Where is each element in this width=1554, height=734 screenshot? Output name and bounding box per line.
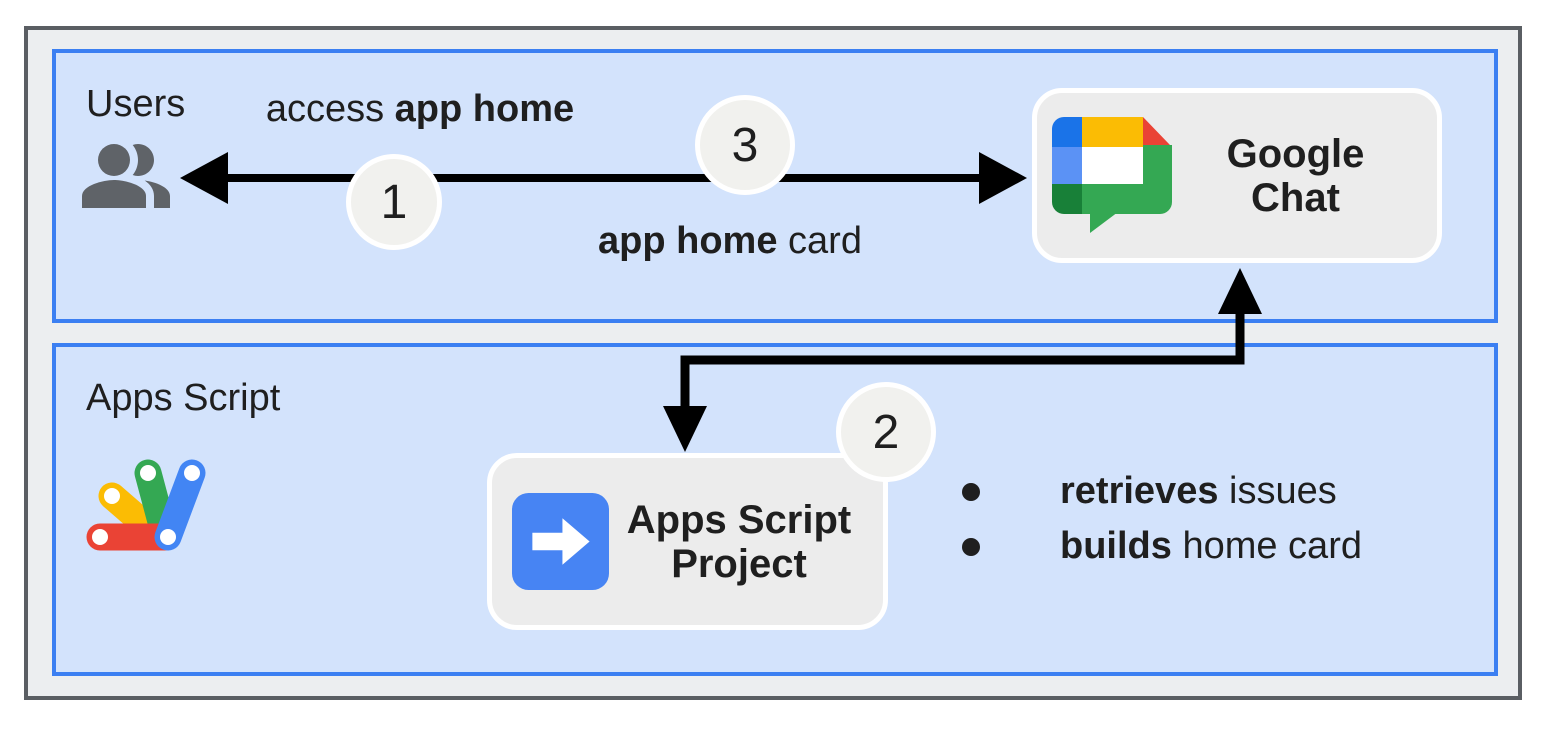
apps-script-logo [86,459,206,551]
step-badge-1: 1 [346,154,442,250]
apps-script-section-label: Apps Script [86,377,281,419]
app-home-card-label: app home card [560,220,900,264]
google-chat-title-line1: Google [1226,131,1365,176]
access-app-home-label: access app home [250,88,590,132]
bullet-1-bold: builds [1060,525,1172,567]
homecard-label-bold: app home [598,220,778,262]
bullet-0-bold: retrieves [1060,470,1219,512]
bullet-text-builds: builds home card [1060,525,1362,568]
apps-script-project-title: Apps Script Project [609,498,869,586]
bullet-text-retrieves: retrieves issues [1060,470,1337,513]
users-icon [82,144,170,208]
project-actions-list: retrieves issues builds home card [952,464,1362,574]
apps-script-project-title-line1: Apps Script [626,497,852,542]
google-chat-title-line2: Chat [1251,175,1340,220]
google-chat-node: Google Chat [1032,88,1442,263]
homecard-label-regular: card [777,220,862,262]
apps-script-project-title-line2: Project [671,541,807,586]
google-chat-logo [1052,117,1172,233]
google-chat-title: Google Chat [1172,132,1419,220]
list-item: retrieves issues [952,464,1362,519]
bullet-dot-icon [962,537,980,556]
users-section-label: Users [86,83,186,125]
bullet-0-regular: issues [1218,470,1337,512]
bullet-dot-icon [962,482,980,501]
apps-script-project-icon [512,493,609,590]
list-item: builds home card [952,519,1362,574]
bullet-1-regular: home card [1171,525,1362,567]
step-badge-2: 2 [836,382,936,482]
apps-script-project-node: Apps Script Project [487,453,888,630]
step-badge-3: 3 [695,95,795,195]
access-label-regular: access [265,88,395,130]
access-label-bold: app home [394,88,575,130]
